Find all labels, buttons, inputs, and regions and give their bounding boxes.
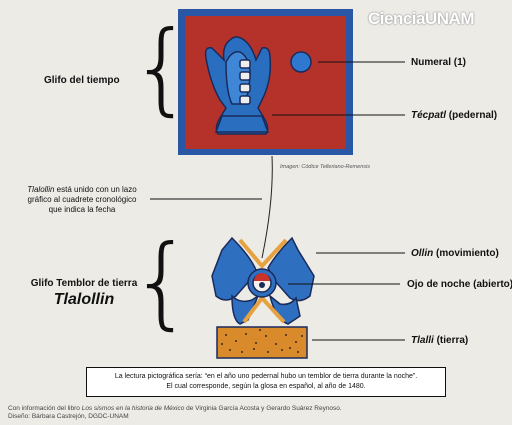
label-numeral: Numeral (1) [411,57,467,68]
tlalollin-note-line2: gráfico al cuadrete cronológico [27,195,137,204]
ciencia-unam-logo: CienciaUNAM [368,9,474,29]
label-tlalli-italic: Tlalli [411,335,434,346]
summary-line2: El cual corresponde, según la glosa en e… [166,383,366,390]
footer-line2: Diseño: Bárbara Castrejón, DGDC-UNAM [8,413,129,420]
night-eye-icon [252,273,272,293]
tlalli-earth-icon [216,326,308,359]
tlalollin-note-italic: Tlalollin [27,185,55,194]
label-ollin: Ollin (movimiento) [411,248,499,260]
pointer-lines [150,61,405,341]
label-glifo-temblor-line2: Tlalollin [53,291,115,308]
footer: Con información del libro Los sismos en … [8,405,342,421]
logo-ciencia-text: Ciencia [368,9,425,28]
numeral-dot-icon [290,51,312,73]
footer-line1-post: de Virginia García Acosta y Gerardo Suár… [184,405,342,412]
tlalollin-note-line3: que indica la fecha [48,205,116,214]
tecpatl-flint-icon [204,36,272,135]
footer-line1-italic: Los sismos en la historia de México [81,405,185,412]
label-ojo-noche: Ojo de noche (abierto) [407,279,512,290]
tlalollin-note-line1: Tlalollin está unido con un lazo [20,185,144,195]
logo-unam-text: UNAM [424,9,475,28]
label-ollin-rest: (movimiento) [433,248,499,259]
footer-line1-pre: Con información del libro [8,405,82,412]
label-tecpatl-italic: Técpatl [411,110,447,121]
label-tecpatl: Técpatl (pedernal) [411,110,497,122]
tlalollin-note: Tlalollin está unido con un lazo gráfico… [20,185,144,215]
tlalollin-note-line1-rest: está unido con un lazo [54,185,137,194]
label-tecpatl-rest: (pedernal) [446,110,498,121]
summary-line1: La lectura pictográfica sería: “en el añ… [114,373,418,380]
label-glifo-temblor: Glifo Temblor de tierra Tlalollin [22,278,146,310]
brace-time-glyph: { [130,9,194,126]
image-credit: Imagen: Códice Telleriano-Remensis [280,164,370,170]
label-tlalli-rest: (tierra) [433,335,469,346]
label-tlalli: Tlalli (tierra) [411,335,468,347]
footer-line1: Con información del libro Los sismos en … [8,405,342,413]
label-glifo-temblor-line1: Glifo Temblor de tierra [30,278,138,289]
label-glifo-tiempo: Glifo del tiempo [44,75,120,86]
brace-temblor-glyph: { [130,223,194,340]
summary-box: La lectura pictográfica sería: “en el añ… [86,367,446,397]
connector-line [261,155,273,259]
label-ollin-italic: Ollin [411,248,434,259]
